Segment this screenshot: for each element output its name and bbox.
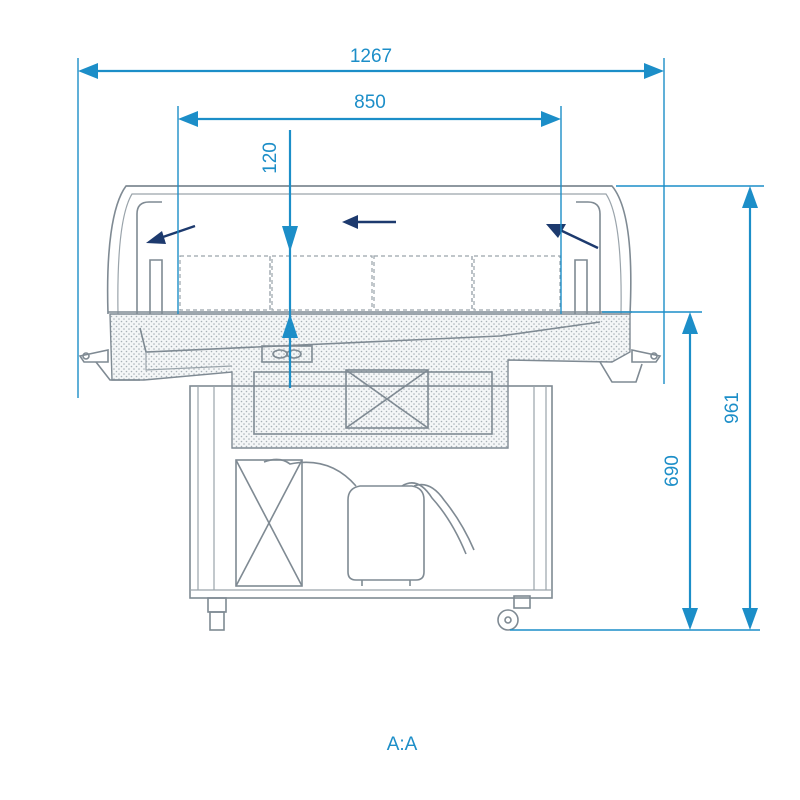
left-bumper <box>78 349 140 381</box>
castor-right <box>497 595 531 631</box>
dimension-overall-width <box>77 58 665 398</box>
right-bumper <box>599 349 662 383</box>
castor-left <box>207 597 227 631</box>
dimension-display-width <box>177 106 562 314</box>
dimension-total-height-label: 961 <box>722 392 743 424</box>
dimension-front-height-label: 120 <box>260 142 281 174</box>
product-trays <box>179 255 561 311</box>
airflow-arrows <box>146 215 599 250</box>
section-caption: A:A <box>387 734 418 755</box>
fan-icon <box>261 345 313 363</box>
dimension-overall-width-label: 1267 <box>350 46 392 67</box>
right-air-duct <box>574 201 601 315</box>
dimension-counter-height <box>510 311 760 631</box>
dimension-front-height <box>282 130 298 388</box>
compressor-icon <box>263 458 475 586</box>
dimension-display-width-label: 850 <box>354 92 386 113</box>
glass-canopy <box>106 185 632 315</box>
left-air-duct <box>136 201 163 315</box>
dimension-total-height <box>616 185 764 630</box>
display-case <box>78 185 662 631</box>
dimension-counter-height-label: 690 <box>662 455 683 487</box>
evaporator <box>345 369 429 429</box>
